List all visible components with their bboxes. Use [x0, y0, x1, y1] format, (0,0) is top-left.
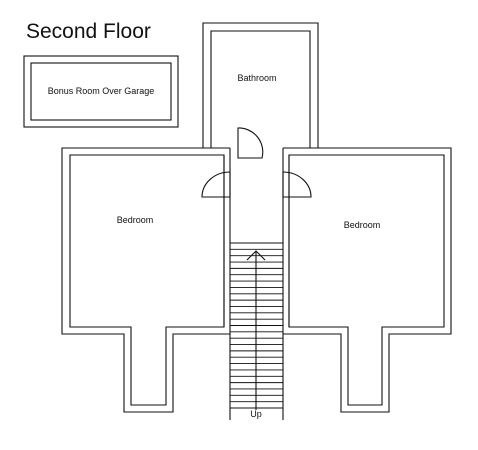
bathroom-label: Bathroom — [237, 73, 276, 83]
bonus-room: Bonus Room Over Garage — [23, 55, 179, 128]
bedroom-left-label: Bedroom — [117, 215, 154, 225]
bedroom-right-label: Bedroom — [344, 220, 381, 230]
bonus-room-label: Bonus Room Over Garage — [48, 86, 155, 96]
bedroom-right: Bedroom — [283, 147, 452, 413]
bedroom-left: Bedroom — [61, 147, 230, 413]
bedroom-left-door — [201, 171, 231, 198]
staircase: Up — [230, 242, 283, 419]
bedroom-right-door — [282, 171, 312, 198]
plan-title: Second Floor — [26, 20, 151, 43]
stairs-label: Up — [250, 409, 262, 419]
bathroom-door — [237, 127, 264, 159]
stair-arrow-icon — [246, 250, 266, 261]
bathroom: Bathroom — [202, 22, 319, 148]
